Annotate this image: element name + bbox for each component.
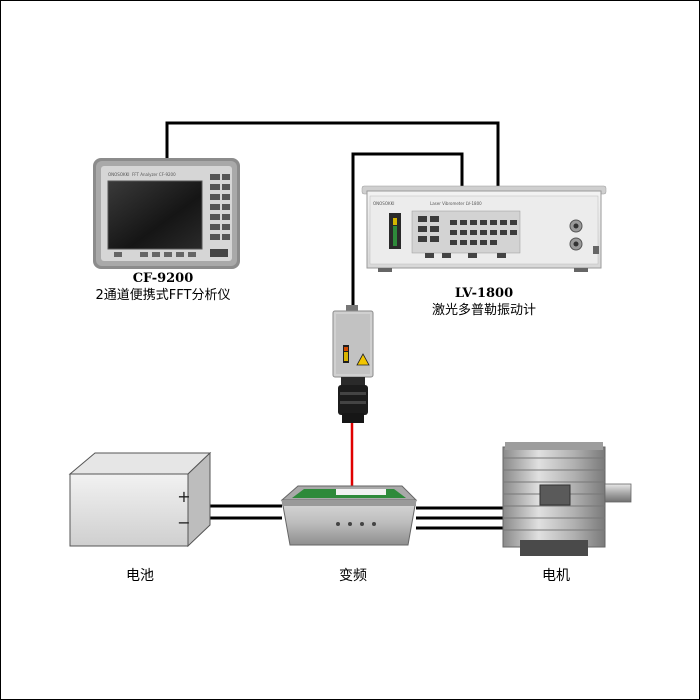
inverter-label: 变频	[339, 568, 367, 584]
vibrometer-description-label: 激光多普勒振动计	[432, 302, 536, 318]
analyzer-keypad	[210, 174, 230, 240]
motor-device	[502, 442, 632, 556]
analyzer-model-label: CF-9200	[133, 271, 194, 286]
analyzer-screen-caption: FFT Analyzer CF-9200	[132, 172, 176, 177]
inverter-device	[280, 485, 418, 546]
analyzer-brand: ONOSOKKI	[108, 172, 129, 177]
battery-minus-sign: −	[177, 513, 190, 532]
laser-warning-icon	[356, 353, 370, 366]
laser-vibrometer-device: ONOSOKKI Laser Vibrometer LV-1800	[361, 185, 607, 272]
fft-analyzer-device: ONOSOKKI FFT Analyzer CF-9200	[93, 158, 240, 269]
analyzer-to-vibrometer-cable	[165, 121, 500, 190]
battery-label: 电池	[126, 568, 154, 584]
analyzer-soft-keys	[114, 249, 228, 257]
battery-plus-sign: +	[177, 487, 190, 506]
vibrometer-bnc-connectors	[569, 219, 599, 254]
motor-shaft	[604, 483, 632, 503]
motor-nameplate	[539, 484, 571, 506]
analyzer-description-label: 2通道便携式FFT分析仪	[96, 287, 231, 303]
analyzer-screen	[107, 180, 203, 250]
signal-cables	[165, 121, 500, 310]
power-cables	[208, 504, 503, 530]
vibrometer-brand: ONOSOKKI	[373, 201, 394, 206]
battery-device	[68, 451, 212, 548]
vibrometer-model-label: LV-1800	[455, 286, 513, 301]
motor-label: 电机	[542, 568, 570, 584]
sensor-head-cable	[351, 152, 464, 310]
vibrometer-panel-caption: Laser Vibrometer LV-1800	[430, 201, 482, 206]
laser-sensor-head	[332, 305, 374, 423]
motor-base	[520, 540, 588, 556]
